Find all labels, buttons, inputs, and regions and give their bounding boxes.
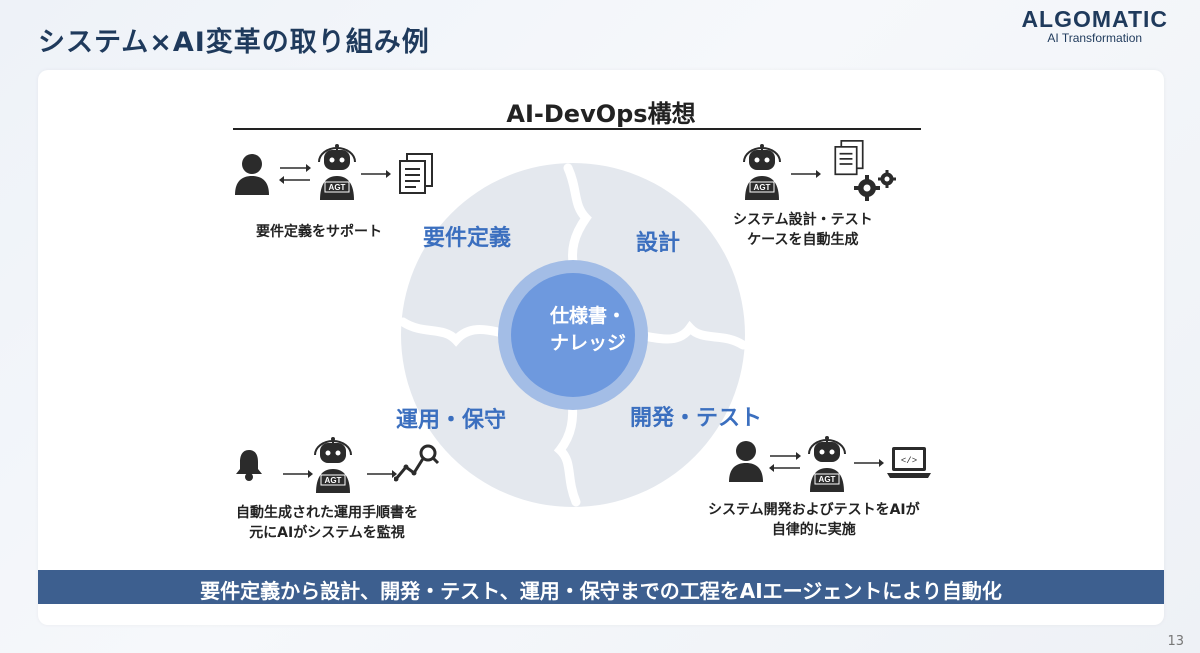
document-icon: [399, 153, 433, 194]
agent-robot-icon: AGT: [318, 144, 356, 200]
phase-ops: 運用・保守: [396, 408, 507, 433]
bell-icon: [236, 450, 262, 481]
gears-icon: [854, 170, 896, 201]
caption-ops: 自動生成された運用手順書を 元にAIがシステムを監視: [236, 503, 418, 543]
phase-dev-test: 開発・テスト: [630, 406, 763, 431]
laptop-code-icon: </>: [887, 447, 931, 478]
svg-text:AGT: AGT: [325, 476, 342, 485]
exchange-arrows-icon: [769, 452, 801, 472]
agent-robot-icon: AGT: [808, 436, 846, 492]
svg-text:</>: </>: [901, 456, 917, 466]
caption-requirements: 要件定義をサポート: [256, 224, 382, 240]
summary-bar: [38, 570, 1164, 604]
phase-design: 設計: [636, 231, 681, 256]
phase-requirements: 要件定義: [423, 226, 512, 251]
cycle-diagram: [398, 163, 748, 507]
company-logo: ALGOMATIC AI Transformation: [1021, 6, 1168, 45]
caption-dev-line-2: 自律的に実施: [771, 522, 856, 538]
svg-text:AGT: AGT: [329, 183, 346, 192]
center-label: 仕様書・ ナレッジ: [513, 303, 663, 357]
caption-ops-line-1: 自動生成された運用手順書を: [236, 505, 418, 521]
agent-robot-icon: AGT: [314, 437, 352, 493]
monitoring-chart-icon: [394, 444, 440, 482]
caption-design: システム設計・テスト ケースを自動生成: [733, 210, 873, 250]
content-panel: AI-DevOps構想 仕様書・ ナレッジ 要件定義 設計 開発・テスト 運用・…: [38, 70, 1164, 625]
logo-name: ALGOMATIC: [1021, 6, 1168, 32]
caption-design-line-1: システム設計・テスト: [733, 212, 873, 228]
caption-dev-test: システム開発およびテストをAIが 自律的に実施: [708, 500, 920, 540]
center-line-2: ナレッジ: [549, 332, 626, 354]
arrow-right-icon: [361, 170, 391, 178]
page-number: 13: [1167, 634, 1184, 649]
svg-text:AGT: AGT: [819, 475, 836, 484]
caption-design-line-2: ケースを自動生成: [747, 232, 859, 248]
diagram-title: AI-DevOps構想: [506, 100, 696, 128]
arrow-right-icon: [367, 470, 397, 478]
title-divider: [233, 128, 921, 130]
svg-text:AGT: AGT: [754, 183, 771, 192]
arrow-right-icon: [791, 170, 821, 178]
caption-dev-line-1: システム開発およびテストをAIが: [708, 502, 920, 518]
arrow-right-icon: [283, 470, 313, 478]
caption-ops-line-2: 元にAIがシステムを監視: [249, 525, 405, 541]
agent-robot-icon: AGT: [743, 144, 781, 200]
logo-tagline: AI Transformation: [1047, 31, 1143, 45]
arrow-right-icon: [854, 459, 884, 467]
person-icon: [729, 441, 763, 482]
document-icon: [834, 140, 864, 176]
slide-title: システム×AI変革の取り組み例: [38, 27, 430, 58]
summary-text: 要件定義から設計、開発・テスト、運用・保守までの工程をAIエージェントにより自動…: [200, 579, 1002, 603]
center-line-1: 仕様書・: [549, 305, 626, 327]
person-icon: [235, 154, 269, 195]
exchange-arrows-icon: [279, 164, 311, 184]
